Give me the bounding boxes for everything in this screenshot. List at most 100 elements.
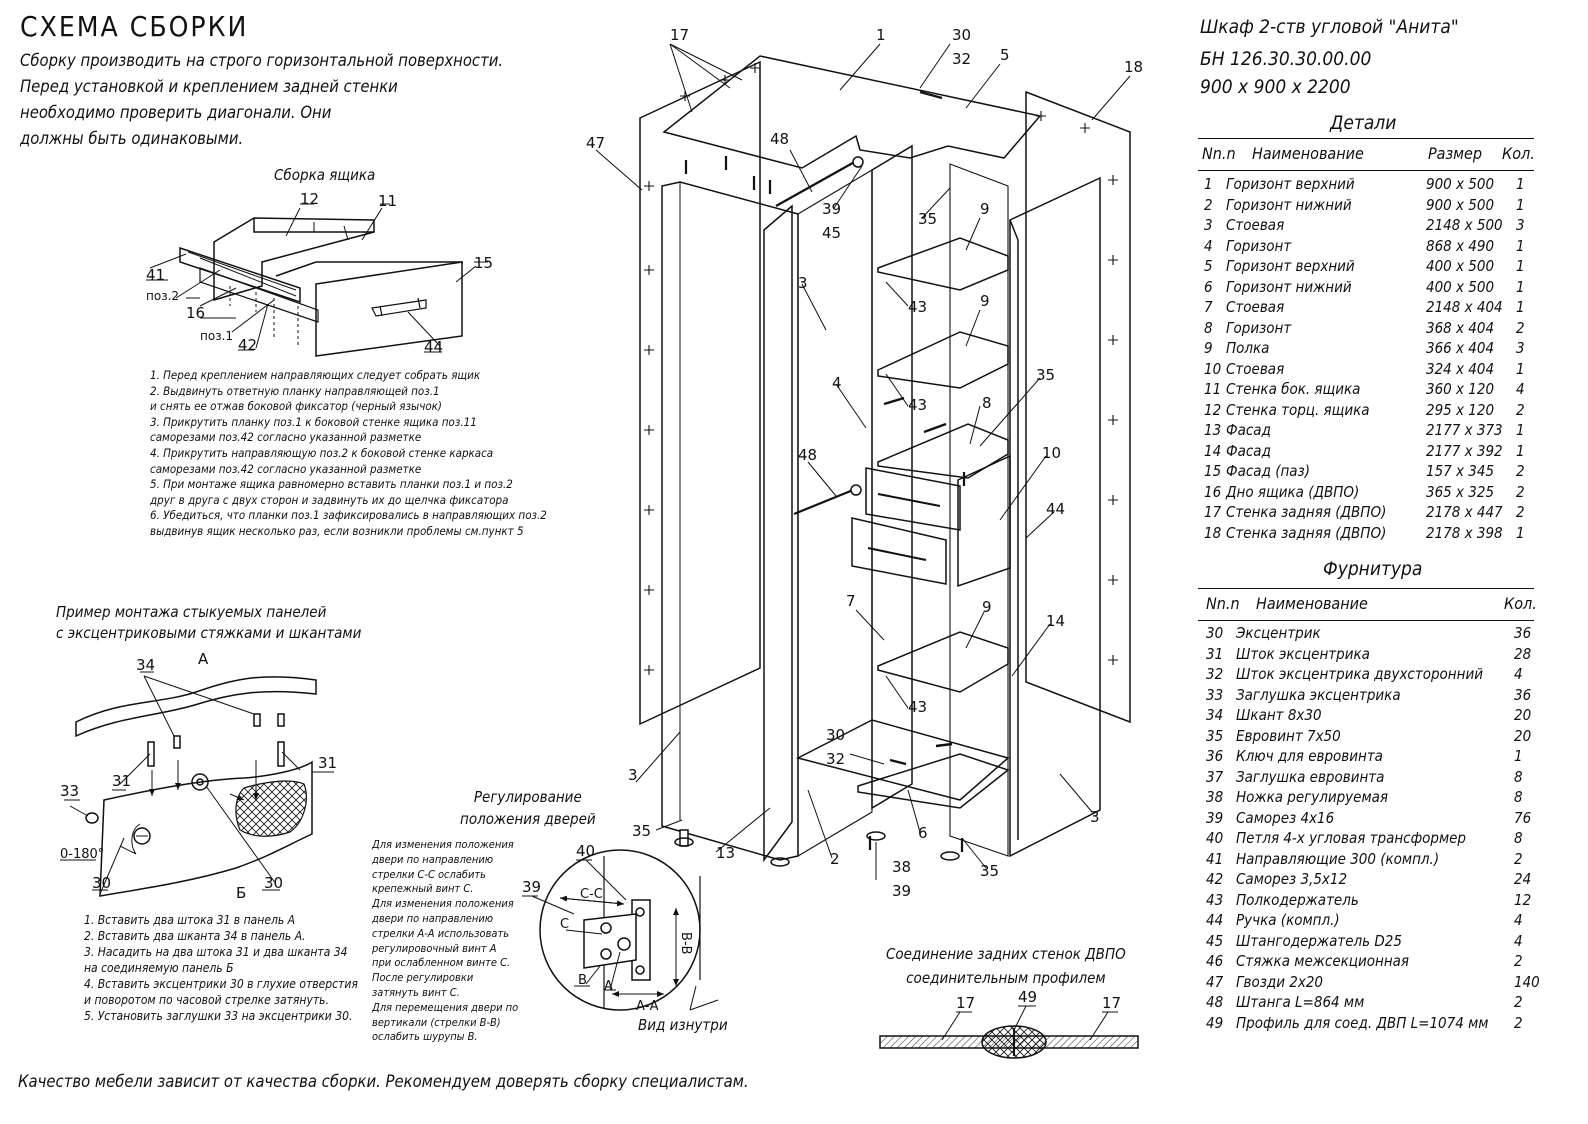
drawer-steps: 1. Перед креплением направляющих следует… bbox=[150, 368, 547, 540]
callout: 33 bbox=[60, 782, 79, 800]
joint-steps: 1. Вставить два штока 31 в панель А 2. В… bbox=[84, 912, 358, 1024]
drawer-lower bbox=[851, 517, 947, 585]
wardrobe-exploded-view bbox=[595, 43, 1131, 880]
callout: 2 bbox=[830, 850, 840, 868]
part-name: Фасад bbox=[1226, 421, 1271, 440]
hw-name: Заглушка эксцентрика bbox=[1236, 685, 1401, 704]
step-line: выдвинув ящик несколько раз, если возник… bbox=[150, 523, 524, 538]
hw-no: 43 bbox=[1206, 890, 1224, 909]
callout: 39 bbox=[822, 200, 841, 218]
callout: 1 bbox=[876, 26, 886, 44]
callout: 11 bbox=[378, 192, 397, 210]
callout: 15 bbox=[474, 254, 493, 272]
callout: 40 bbox=[576, 842, 595, 860]
callout: 48 bbox=[798, 446, 817, 464]
hw-no: 30 bbox=[1206, 624, 1224, 643]
callout: 47 bbox=[586, 134, 605, 152]
hardware-header-rule bbox=[1198, 620, 1534, 621]
callout: 9 bbox=[980, 200, 990, 218]
note-line: Для перемещения двери по bbox=[372, 1000, 519, 1014]
callout: 17 bbox=[670, 26, 689, 44]
step-line: саморезами поз.42 согласно указанной раз… bbox=[150, 430, 422, 445]
part-no: 10 bbox=[1204, 359, 1222, 378]
part-qty: 1 bbox=[1516, 195, 1525, 214]
part-no: 14 bbox=[1204, 441, 1222, 460]
step-line: 2. Выдвинуть ответную планку направляюще… bbox=[150, 383, 440, 398]
callout: 45 bbox=[822, 224, 841, 242]
step-line: 4. Вставить эксцентрики 30 в глухие отве… bbox=[84, 977, 358, 991]
hw-qty: 2 bbox=[1514, 1013, 1523, 1032]
part-qty: 1 bbox=[1516, 421, 1525, 440]
hw-no: 39 bbox=[1206, 808, 1224, 827]
top-panel-1 bbox=[662, 55, 1042, 169]
drawer-assembly-title: Сборка ящика bbox=[274, 166, 376, 184]
intro-line: необходимо проверить диагонали. Они bbox=[20, 103, 332, 122]
hw-name: Эксцентрик bbox=[1236, 624, 1321, 643]
step-line: 6. Убедиться, что планки поз.1 зафиксиро… bbox=[150, 508, 547, 523]
panel-10 bbox=[957, 454, 1011, 588]
part-name: Стоевая bbox=[1226, 216, 1285, 235]
part-name: Горизонт верхний bbox=[1226, 175, 1355, 194]
callout: 43 bbox=[908, 396, 927, 414]
part-name: Горизонт нижний bbox=[1226, 195, 1352, 214]
part-no: 7 bbox=[1204, 298, 1213, 317]
intro-text: Сборку производить на строго горизонталь… bbox=[20, 48, 503, 152]
callout: 43 bbox=[908, 698, 927, 716]
hw-qty: 28 bbox=[1514, 644, 1532, 663]
hw-no: 47 bbox=[1206, 972, 1224, 991]
hardware-col-qty: Кол. bbox=[1504, 594, 1537, 613]
callout: С-С bbox=[580, 887, 603, 902]
callout: поз.1 bbox=[200, 329, 233, 343]
panel-7 bbox=[871, 144, 913, 810]
step-line: 3. Насадить на два штока 31 и два шканта… bbox=[84, 945, 348, 959]
callout: 5 bbox=[1000, 46, 1010, 64]
main-callouts: 17 1 30 32 5 18 47 48 39 45 35 9 3 43 9 … bbox=[586, 26, 1143, 900]
panel-a bbox=[75, 676, 317, 738]
parts-col-qty: Кол. bbox=[1502, 144, 1535, 163]
part-size: 324 х 404 bbox=[1426, 359, 1495, 378]
note-line: ослабить шурупы В. bbox=[372, 1030, 478, 1044]
callout: 41 bbox=[146, 266, 165, 284]
callout: 0-180° bbox=[60, 847, 104, 862]
bottom-panel-6 bbox=[857, 753, 1010, 809]
hw-no: 36 bbox=[1206, 747, 1224, 766]
hw-qty: 2 bbox=[1514, 849, 1523, 868]
note-line: двери по направлению bbox=[372, 911, 494, 925]
product-size: 900 х 900 х 2200 bbox=[1200, 76, 1351, 98]
callout: 9 bbox=[982, 598, 992, 616]
part-qty: 1 bbox=[1516, 277, 1525, 296]
hw-qty: 12 bbox=[1514, 890, 1532, 909]
back-joint-profile-drawing bbox=[879, 1005, 1139, 1059]
part-size: 368 х 404 bbox=[1426, 318, 1495, 337]
part-qty: 1 bbox=[1516, 175, 1525, 194]
hw-no: 34 bbox=[1206, 706, 1224, 725]
hw-no: 31 bbox=[1206, 644, 1224, 663]
hw-name: Шкант 8х30 bbox=[1236, 706, 1322, 725]
hw-name: Петля 4-х угловая трансформер bbox=[1236, 829, 1467, 848]
part-size: 360 х 120 bbox=[1426, 380, 1495, 399]
callout: 8 bbox=[982, 394, 992, 412]
part-size: 295 х 120 bbox=[1426, 400, 1495, 419]
step-line: 2. Вставить два шканта 34 в панель А. bbox=[84, 929, 306, 943]
callout: Б bbox=[236, 884, 246, 902]
part-no: 9 bbox=[1204, 339, 1213, 358]
hw-qty: 24 bbox=[1514, 870, 1532, 889]
hw-no: 48 bbox=[1206, 993, 1224, 1012]
